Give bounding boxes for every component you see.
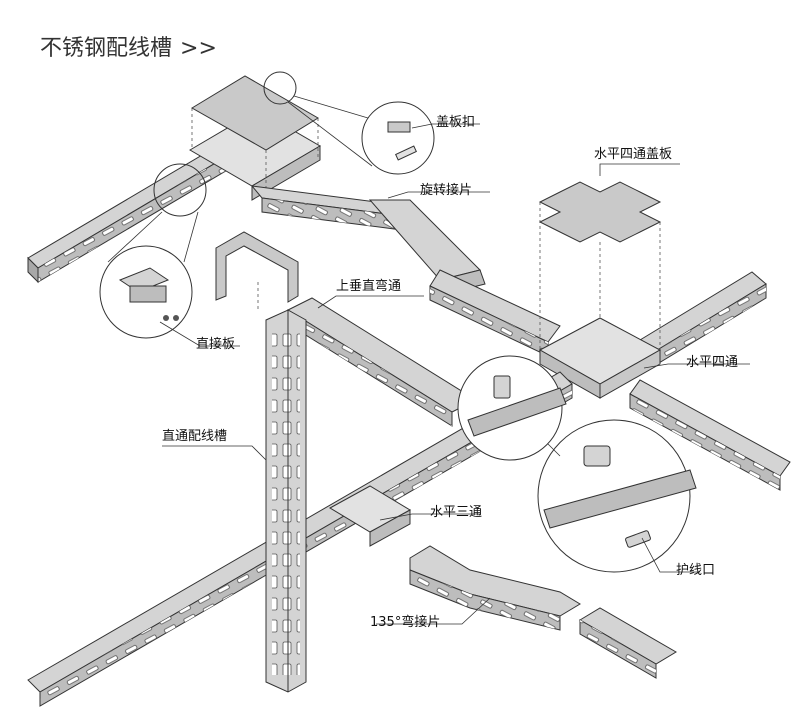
label-cover-clip: 盖板扣	[436, 115, 476, 130]
page-title-text: 不锈钢配线槽	[40, 36, 173, 61]
tray-right-lower	[629, 379, 791, 491]
detail-circle-cover-clip	[263, 71, 435, 175]
label-horizontal-four-way: 水平四通	[686, 355, 739, 370]
four-way-cover	[538, 181, 662, 350]
tray-lower-right	[579, 607, 677, 679]
label-rotating-joint: 旋转接片	[420, 183, 473, 198]
label-straight-trunking: 直通配线槽	[162, 429, 228, 444]
label-135-bend-joint: 135°弯接片	[370, 615, 441, 630]
detail-circle-straight-plate	[99, 163, 207, 339]
detail-circle-grommet	[457, 355, 697, 573]
label-vertical-bend: 上垂直弯通	[336, 279, 402, 294]
tray-vertical	[265, 309, 307, 693]
four-way-junction	[538, 317, 662, 399]
tray-135-bend	[409, 545, 581, 631]
horizontal-tee-junction	[328, 485, 412, 547]
tray-to-four-way	[429, 269, 561, 357]
leader-lines	[159, 123, 750, 625]
label-straight-plate: 直接板	[196, 337, 236, 352]
vertical-bend-cover	[215, 231, 299, 310]
elbow-cover	[191, 75, 319, 190]
title-arrows: >>	[180, 36, 217, 61]
label-horizontal-tee: 水平三通	[430, 505, 483, 520]
label-four-way-cover: 水平四通盖板	[594, 147, 673, 162]
label-grommet: 护线口	[676, 563, 716, 578]
tray-vertical-bend-horizontal	[286, 297, 478, 427]
page-title: 不锈钢配线槽 >>	[40, 30, 217, 62]
